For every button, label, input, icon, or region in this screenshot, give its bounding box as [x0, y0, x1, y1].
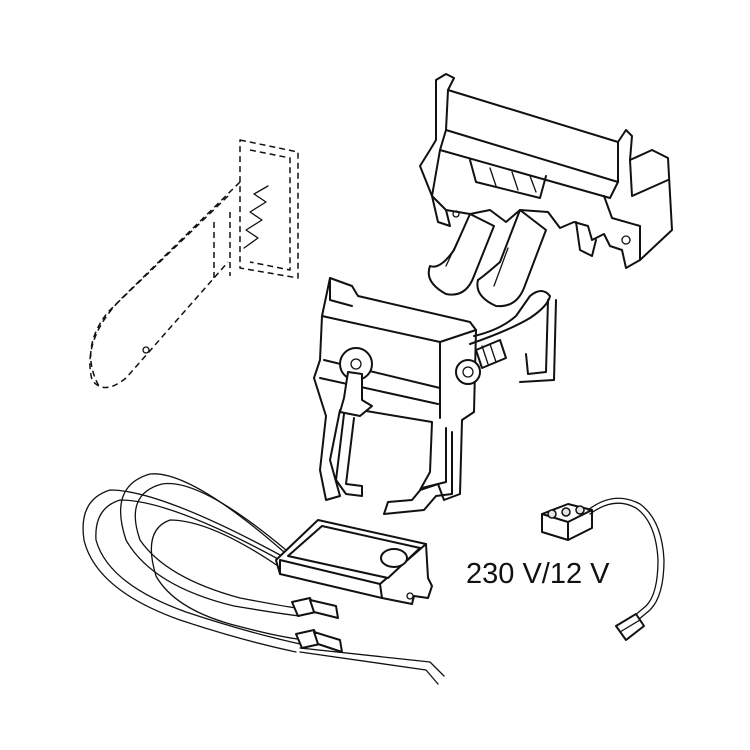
plug-end [615, 613, 645, 641]
spring-coil [243, 185, 269, 249]
cable-nut [455, 359, 481, 385]
mounting-frame [419, 73, 673, 308]
flush-lever-dashed [89, 139, 299, 389]
control-unit [82, 473, 445, 685]
frame-screw [621, 235, 631, 245]
pivot-hole [142, 346, 150, 354]
actuator-unit [313, 277, 557, 515]
hook-right [476, 209, 547, 308]
voltage-label: 230 V/12 V [466, 558, 610, 590]
plug-connector-2 [295, 629, 343, 653]
hook-left [427, 213, 495, 296]
lever-arm [339, 371, 373, 417]
sensor-lens [380, 548, 408, 568]
plug-connector-1 [291, 597, 339, 619]
power-supply-cable [541, 497, 665, 641]
